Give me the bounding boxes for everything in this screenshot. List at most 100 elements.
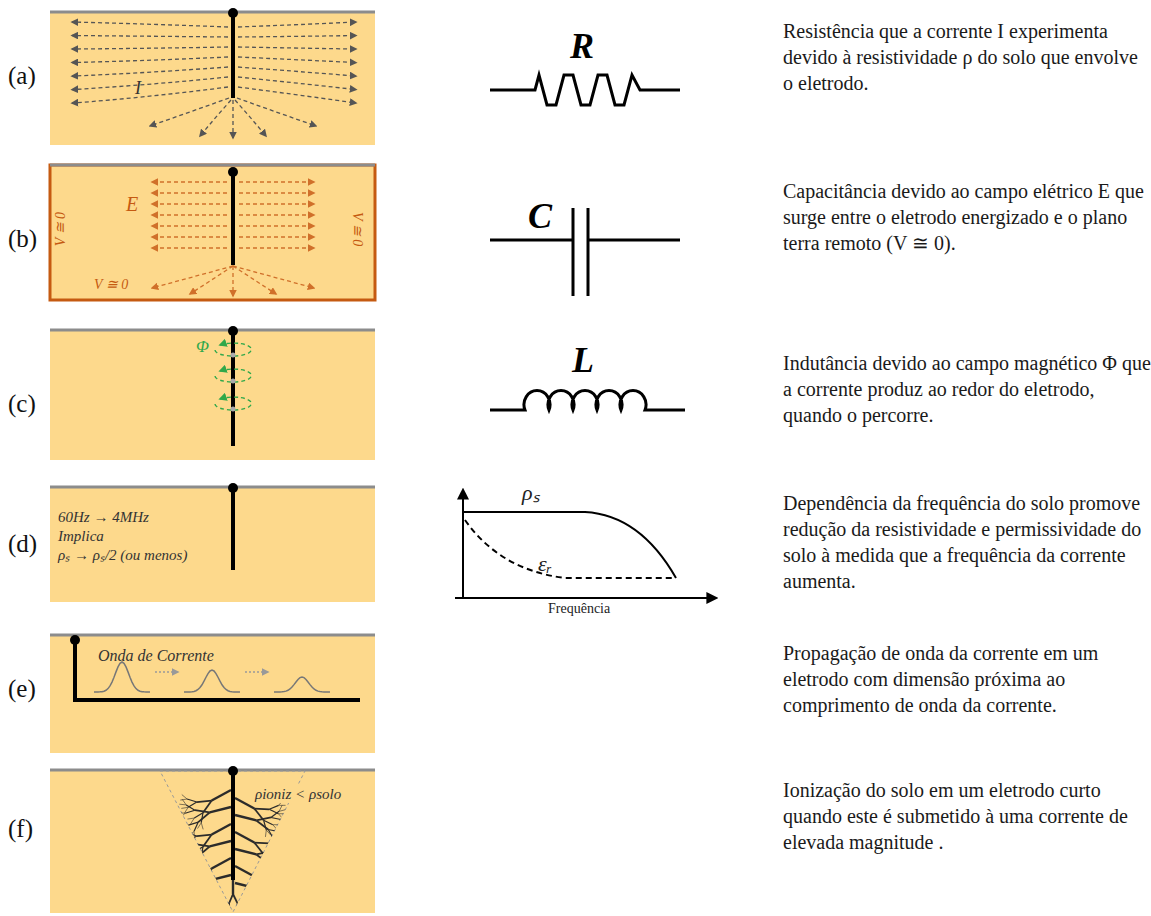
ionization-branch xyxy=(210,807,231,812)
current-line xyxy=(72,47,228,49)
ionization-branch xyxy=(179,872,186,874)
field-line xyxy=(232,266,233,296)
ionization-branch xyxy=(237,909,239,913)
field-line xyxy=(239,181,314,182)
ionization-branch xyxy=(273,893,278,898)
soil-panel xyxy=(50,770,375,913)
panel-label: V ≅ 0 xyxy=(94,277,128,293)
electrode-terminal xyxy=(228,326,238,336)
field-line xyxy=(239,192,314,193)
ionization-branch xyxy=(281,887,287,891)
current-line xyxy=(72,77,228,90)
ionization-branch xyxy=(185,810,195,813)
ionization-branch xyxy=(191,886,195,892)
ionization-branch xyxy=(281,853,287,857)
current-line xyxy=(72,36,228,37)
field-line xyxy=(152,236,227,237)
ionization-branch xyxy=(233,894,237,903)
ionization-branch xyxy=(268,863,278,865)
field-line xyxy=(239,236,314,237)
ionization-branch xyxy=(273,872,279,876)
ionization-branch xyxy=(242,907,244,911)
soil-panel: ρioniz < ρsolo xyxy=(50,770,375,913)
ionization-branch xyxy=(194,847,203,852)
ionization-branch xyxy=(273,892,280,893)
current-line xyxy=(237,98,316,126)
capacitor-symbol xyxy=(490,208,680,296)
current-line xyxy=(238,67,356,76)
propagation-arrow xyxy=(155,671,178,672)
ionization-branch xyxy=(279,844,286,846)
ionization-branch xyxy=(278,847,285,848)
ionization-branch xyxy=(273,824,280,825)
ionization-branch xyxy=(278,898,285,900)
ionization-branch xyxy=(180,867,187,868)
ionization-branch xyxy=(187,886,194,887)
panel-label: ρioniz < ρsolo xyxy=(253,786,343,803)
description: Ionização do solo em um eletrodo curto q… xyxy=(783,777,1151,855)
ionization-branch xyxy=(235,815,256,820)
ionization-branch xyxy=(278,848,283,853)
current-line xyxy=(238,22,356,27)
inductor-symbol xyxy=(490,391,685,410)
soil-panel: Φ xyxy=(50,330,375,460)
ionization-branch xyxy=(195,810,210,812)
ionization-branch xyxy=(271,817,281,819)
field-line xyxy=(152,192,227,193)
ionization-branch xyxy=(271,845,279,851)
ionization-branch xyxy=(229,894,233,903)
ionization-branch xyxy=(279,810,286,812)
ionization-branch xyxy=(235,798,254,809)
ionization-branch xyxy=(180,813,185,818)
curve-label: εᵣ xyxy=(538,553,552,575)
field-line xyxy=(239,214,314,215)
ionization-branch xyxy=(180,833,187,834)
electrode-terminal xyxy=(70,635,80,645)
current-line xyxy=(232,100,233,138)
ionization-branch xyxy=(188,870,197,875)
description: Dependência da frequência do solo promov… xyxy=(783,490,1151,594)
ground-surface xyxy=(50,634,375,637)
ionization-branch xyxy=(180,881,185,886)
ionization-branch xyxy=(194,865,195,872)
field-line xyxy=(239,247,314,248)
current-line xyxy=(238,77,356,90)
ionization-branch xyxy=(194,890,198,899)
capacitor-label: C xyxy=(528,198,552,234)
description: Resistência que a corrente I experimenta… xyxy=(783,18,1151,96)
propagation-arrow xyxy=(245,671,268,672)
field-line xyxy=(152,247,227,248)
ionization-branch xyxy=(281,818,288,820)
description: Capacitância devido ao campo elétrico E … xyxy=(783,178,1151,256)
current-line xyxy=(72,57,228,63)
ionization-branch xyxy=(184,875,188,881)
ionization-branch xyxy=(256,888,268,897)
ionization-branch xyxy=(279,834,284,839)
ionization-branch xyxy=(201,891,203,898)
electrode-terminal xyxy=(228,8,238,18)
row-letter: (d) xyxy=(8,530,37,558)
panel-label: Φ xyxy=(196,337,209,357)
current-line xyxy=(72,67,228,76)
ionization-branch xyxy=(269,843,278,847)
ionization-branch xyxy=(266,898,271,903)
ionization-branch xyxy=(278,900,284,904)
ionization-branch xyxy=(278,881,285,882)
ionization-branch xyxy=(212,790,231,801)
ionization-branch xyxy=(186,873,195,878)
ionization-branch xyxy=(183,893,188,898)
panel-label: ρₛ → ρₛ/2 (ou menos) xyxy=(58,547,187,564)
ionization-branch xyxy=(279,878,286,880)
ionization-branch xyxy=(180,847,185,852)
curve-label: ρₛ xyxy=(522,482,540,504)
soil-panel xyxy=(50,330,375,460)
ionization-branch xyxy=(188,836,197,841)
axis-label: Frequência xyxy=(548,602,610,616)
flux-dot xyxy=(231,407,236,412)
resistor-label: R xyxy=(570,28,594,64)
ionization-branch xyxy=(235,832,254,843)
ionization-branch xyxy=(269,839,278,843)
current-line xyxy=(150,98,229,126)
ionization-branch xyxy=(189,865,194,870)
row-letter: (f) xyxy=(8,815,33,843)
